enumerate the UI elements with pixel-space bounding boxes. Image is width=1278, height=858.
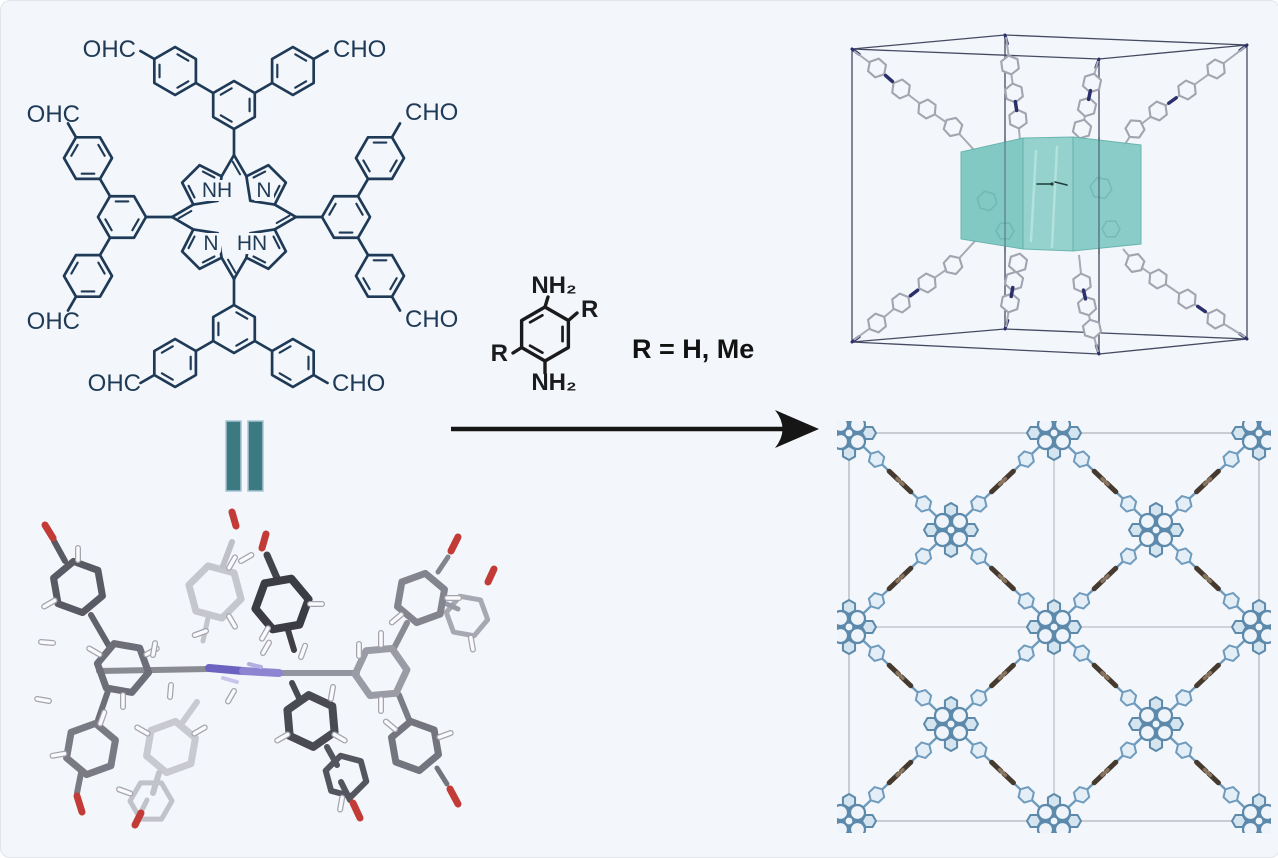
equivalence-bars — [225, 420, 264, 492]
label-ohc-bottom-left: OHC — [88, 370, 141, 397]
label-ohc-left-lower: OHC — [27, 308, 80, 335]
porphyrin-aldehyde-structure — [62, 45, 406, 389]
equals-bar — [225, 420, 242, 492]
label-cho-right-upper: CHO — [405, 99, 458, 126]
label-r-top: R — [581, 296, 598, 323]
porphyrin-3d-model — [34, 508, 498, 829]
label-core-n-sw: N — [203, 232, 218, 255]
label-core-n-ne: N — [256, 179, 271, 202]
label-cho-right-lower: CHO — [405, 306, 458, 333]
aldehyde-labels: OHC CHO OHC CHO OHC CHO OHC CHO NH N N H… — [27, 36, 459, 397]
equals-bar — [247, 420, 264, 492]
label-ohc-left-upper: OHC — [27, 101, 80, 128]
diamine-labels: NH₂ NH₂ R R — [491, 272, 599, 396]
label-cho-bottom-right: CHO — [332, 370, 385, 397]
core-label-masks — [197, 180, 274, 254]
label-cho-top-right: CHO — [333, 36, 386, 63]
label-nh2-top: NH₂ — [531, 272, 576, 299]
label-nh2-bottom: NH₂ — [531, 369, 576, 396]
r-group-definition: R = H, Me — [632, 334, 754, 364]
unit-cell-3d-view — [850, 33, 1249, 356]
label-ohc-top-left: OHC — [83, 36, 136, 63]
arrow-head-icon — [775, 410, 819, 448]
diamine-structure — [511, 295, 579, 375]
label-r-bottom: R — [491, 340, 508, 367]
label-core-nh: NH — [202, 179, 232, 202]
reaction-arrow — [451, 410, 819, 448]
cof-lattice-2d-view — [837, 421, 1271, 833]
label-core-hn: HN — [237, 232, 267, 255]
